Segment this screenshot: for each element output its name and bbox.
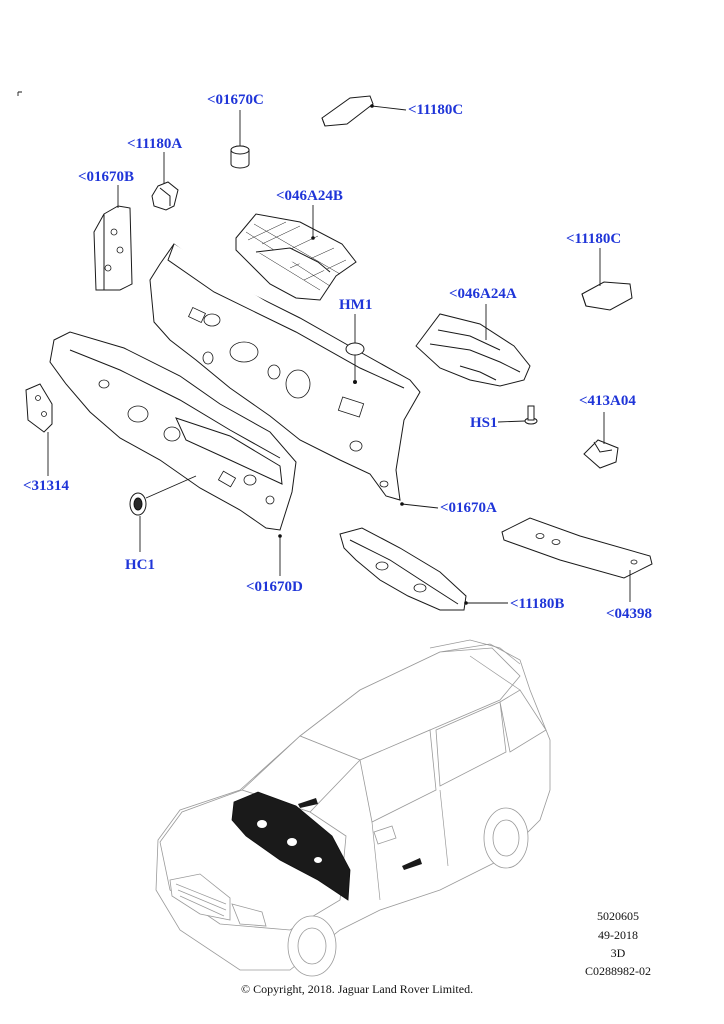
leader-dot bbox=[370, 104, 374, 108]
corner-mark bbox=[17, 91, 22, 96]
part-01670B[interactable] bbox=[93, 205, 133, 291]
leader-dot bbox=[400, 502, 404, 506]
callout-11180B[interactable]: <11180B bbox=[510, 596, 565, 612]
part-HM1[interactable] bbox=[345, 342, 365, 384]
leader-dot bbox=[464, 601, 468, 605]
part-11180A[interactable] bbox=[151, 181, 179, 211]
callout-31314[interactable]: <31314 bbox=[23, 478, 70, 494]
callout-04398[interactable]: <04398 bbox=[606, 606, 653, 622]
leader-dot bbox=[278, 534, 282, 538]
part-046A24B[interactable] bbox=[235, 213, 357, 301]
callout-11180A[interactable]: <11180A bbox=[127, 136, 183, 152]
part-11180C-right[interactable] bbox=[581, 281, 633, 311]
callout-HC1[interactable]: HC1 bbox=[125, 557, 155, 573]
part-01670D[interactable] bbox=[49, 331, 297, 531]
callout-046A24B[interactable]: <046A24B bbox=[276, 188, 343, 204]
vehicle-locator bbox=[155, 639, 551, 977]
part-31314[interactable] bbox=[25, 383, 53, 433]
callout-HM1[interactable]: HM1 bbox=[339, 297, 373, 313]
ref-code-1: 5020605 bbox=[597, 909, 639, 923]
copyright-notice: © Copyright, 2018. Jaguar Land Rover Lim… bbox=[241, 982, 474, 996]
ref-code-2: 49-2018 bbox=[598, 928, 638, 942]
part-11180C-top[interactable] bbox=[321, 95, 374, 127]
part-HS1[interactable] bbox=[524, 405, 538, 425]
part-11180B[interactable] bbox=[339, 527, 467, 611]
callout-01670B[interactable]: <01670B bbox=[78, 169, 135, 185]
callout-01670A[interactable]: <01670A bbox=[440, 500, 497, 516]
leader-11180C-top bbox=[371, 105, 407, 111]
callout-11180C-top[interactable]: <11180C bbox=[408, 102, 464, 118]
part-01670C[interactable] bbox=[230, 145, 250, 169]
callout-413A04[interactable]: <413A04 bbox=[579, 393, 636, 409]
callout-046A24A[interactable]: <046A24A bbox=[449, 286, 517, 302]
callout-11180C-right[interactable]: <11180C bbox=[566, 231, 622, 247]
leader-HS1 bbox=[497, 420, 526, 423]
part-01670A[interactable] bbox=[149, 243, 421, 501]
leader-dot bbox=[311, 236, 315, 240]
callout-01670C[interactable]: <01670C bbox=[207, 92, 264, 108]
part-04398[interactable] bbox=[501, 517, 653, 579]
callout-HS1[interactable]: HS1 bbox=[470, 415, 498, 431]
part-413A04[interactable] bbox=[583, 439, 619, 469]
part-HC1[interactable] bbox=[129, 475, 197, 516]
leader-01670A bbox=[401, 503, 439, 509]
callout-01670D[interactable]: <01670D bbox=[246, 579, 303, 595]
ref-code-4: C0288982-02 bbox=[585, 964, 651, 978]
part-046A24A[interactable] bbox=[415, 313, 531, 387]
ref-code-3: 3D bbox=[610, 946, 626, 960]
